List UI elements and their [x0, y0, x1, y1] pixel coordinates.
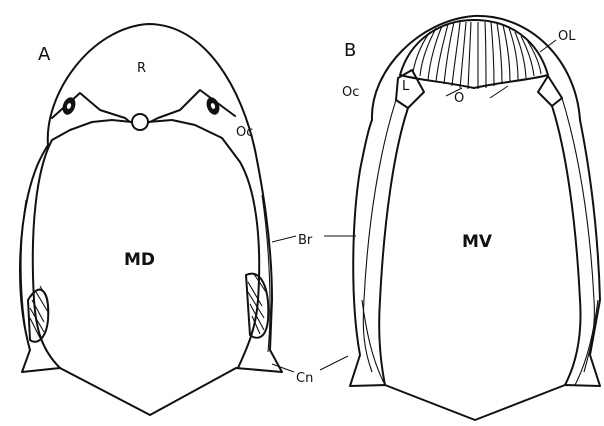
panel-b-label-l: L — [402, 79, 410, 94]
panel-b-ventral-view — [350, 16, 600, 420]
panel-a-median-tubercle — [132, 114, 148, 130]
label-br: Br — [298, 233, 313, 248]
panel-a-dorsal-view — [20, 24, 282, 415]
label-cn: Cn — [296, 371, 313, 386]
panel-a-letter: A — [38, 44, 51, 65]
panel-a-rostrum-boundary-right — [150, 90, 235, 122]
panel-a-label-oc: Oc — [236, 125, 253, 140]
panel-b-label-ol: OL — [558, 29, 576, 44]
panel-a-left-pectoral-fin — [28, 286, 48, 342]
leader-lines — [272, 40, 556, 372]
panel-b-label-oc: Oc — [342, 85, 359, 100]
panel-b-label-o: O — [454, 91, 464, 106]
panel-b-cornual-lines — [362, 300, 598, 385]
panel-a-label-r: R — [137, 61, 146, 76]
panel-a-median-dorsal-plate — [33, 120, 259, 368]
panel-a-label-md: MD — [124, 250, 155, 270]
panel-b-label-mv: MV — [462, 232, 493, 252]
panel-b-right-lateral-plate — [538, 76, 562, 106]
panel-b-letter: B — [344, 40, 356, 61]
